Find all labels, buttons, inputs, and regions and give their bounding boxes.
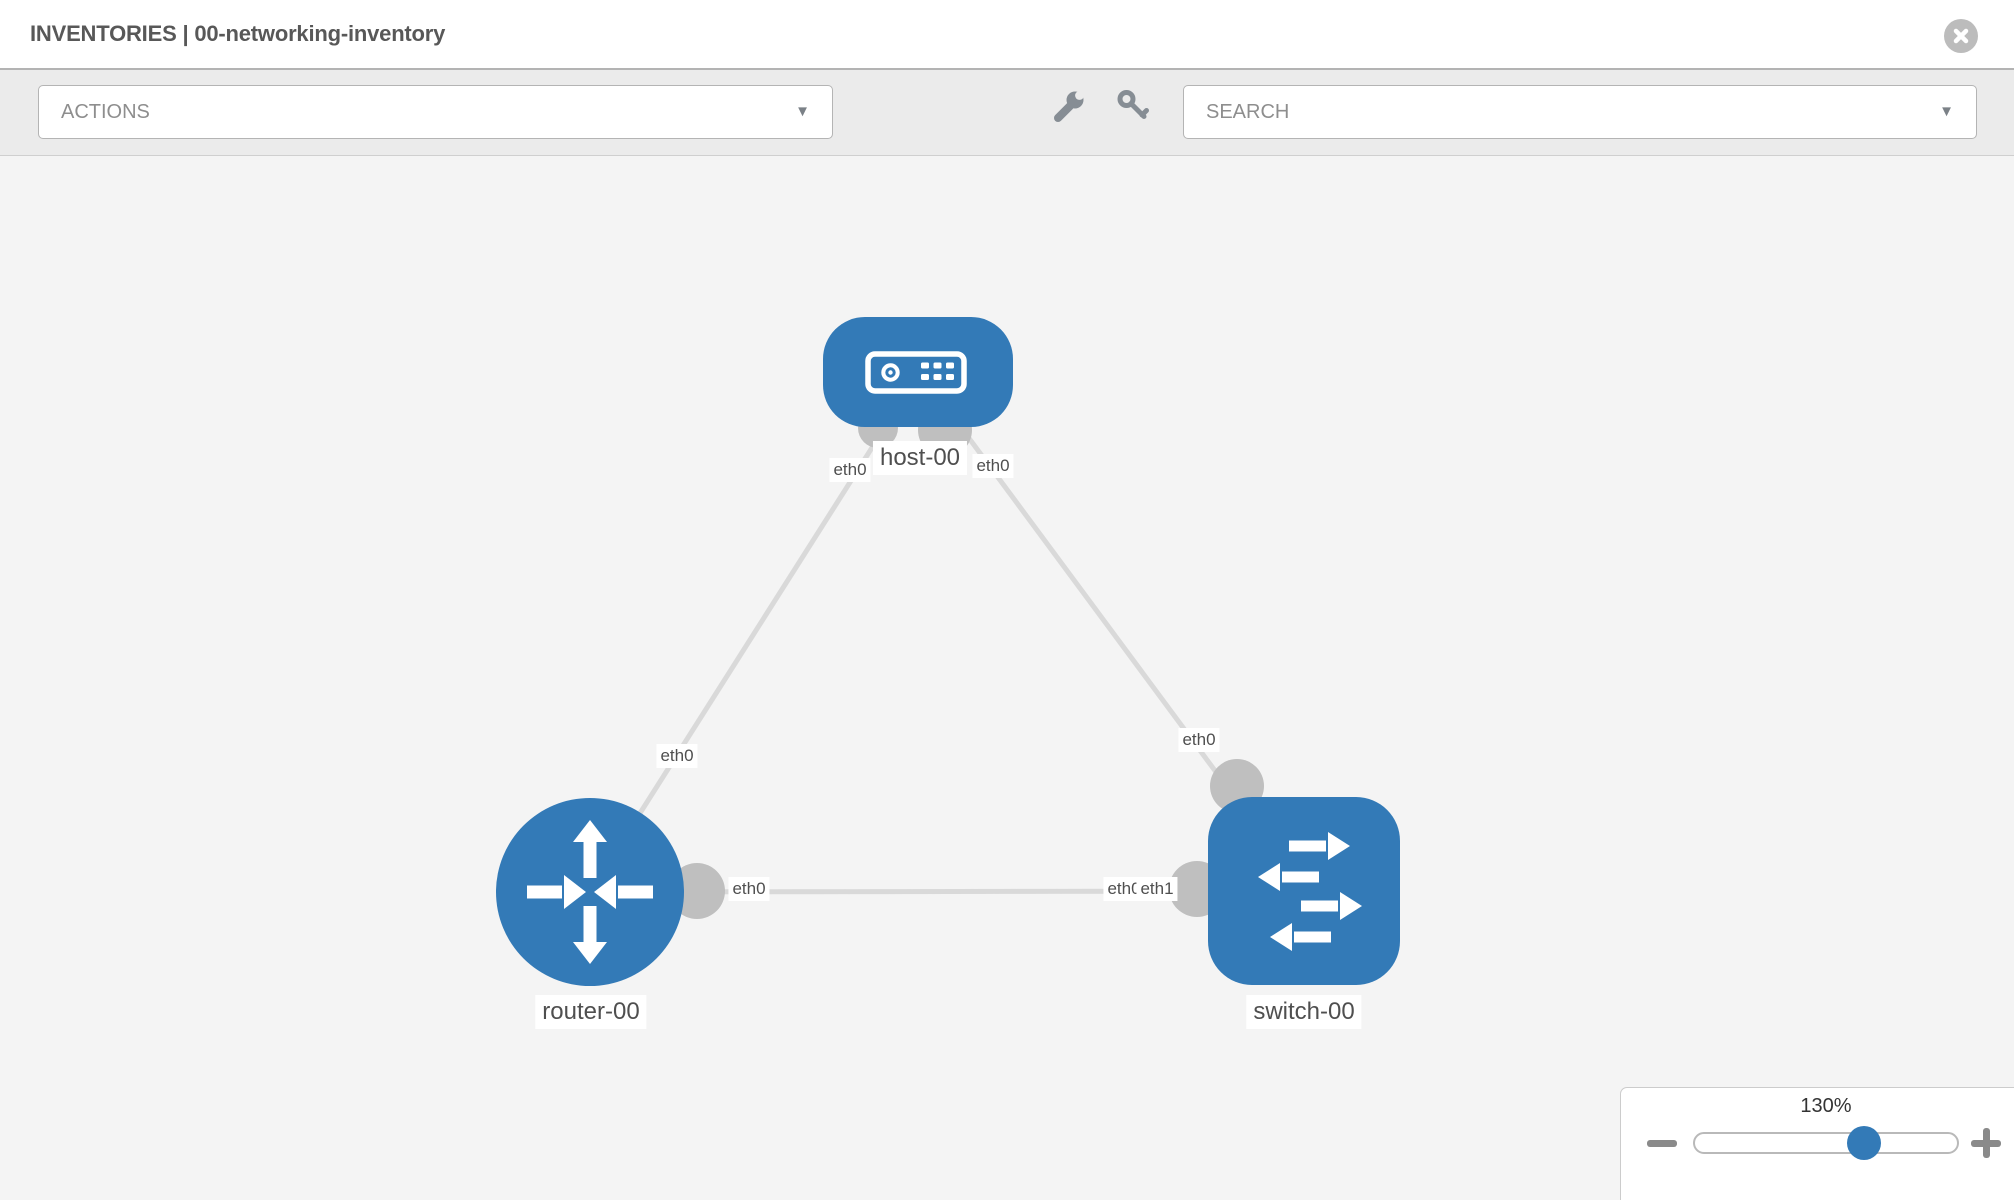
zoom-level: 130% xyxy=(1800,1095,1852,1117)
minus-icon xyxy=(1647,1140,1677,1147)
node-label-host: host-00 xyxy=(872,441,968,475)
actions-dropdown-label: ACTIONS xyxy=(61,100,150,123)
topology-graph xyxy=(496,317,1400,986)
zoom-slider-track[interactable] xyxy=(1693,1132,1959,1154)
iface-label: eth0 xyxy=(1178,728,1220,752)
wrench-icon[interactable] xyxy=(1051,88,1087,124)
header: INVENTORIES | 00-networking-inventory xyxy=(0,0,2014,70)
close-button[interactable] xyxy=(1944,19,1978,53)
iface-label: eth0 xyxy=(656,744,698,768)
node-label-router: router-00 xyxy=(535,995,647,1029)
chevron-down-icon: ▼ xyxy=(1939,102,1954,120)
node-switch-00[interactable] xyxy=(1208,797,1400,985)
iface-label: eth1 xyxy=(1136,877,1178,901)
zoom-out-button[interactable] xyxy=(1645,1126,1679,1160)
page-title: INVENTORIES | 00-networking-inventory xyxy=(30,21,446,46)
node-host-00[interactable] xyxy=(823,317,1013,427)
node-router-00[interactable] xyxy=(496,798,684,986)
plus-icon xyxy=(1982,1128,1990,1158)
toolbar: ACTIONS ▼ SEARCH ▼ xyxy=(0,70,2014,156)
iface-label: eth0 xyxy=(972,454,1014,478)
close-icon xyxy=(1953,28,1969,44)
node-label-switch: switch-00 xyxy=(1246,995,1362,1029)
host-icon xyxy=(865,351,967,394)
key-icon[interactable] xyxy=(1115,88,1151,124)
search-dropdown-label: SEARCH xyxy=(1206,100,1290,123)
router-icon xyxy=(527,820,653,964)
iface-label: eth0 xyxy=(829,458,871,482)
chevron-down-icon: ▼ xyxy=(795,102,810,120)
zoom-panel: 130% xyxy=(1620,1087,2014,1200)
switch-icon xyxy=(1258,832,1362,951)
actions-dropdown[interactable]: ACTIONS ▼ xyxy=(38,85,833,139)
iface-label: eth0 xyxy=(728,877,770,901)
zoom-slider-thumb[interactable] xyxy=(1847,1126,1881,1160)
search-dropdown[interactable]: SEARCH ▼ xyxy=(1183,85,1977,139)
topology-canvas[interactable]: eth0 eth0 eth0 eth0 eth0 eth0 eth1 host-… xyxy=(0,156,2014,1200)
zoom-in-button[interactable] xyxy=(1969,1126,2003,1160)
